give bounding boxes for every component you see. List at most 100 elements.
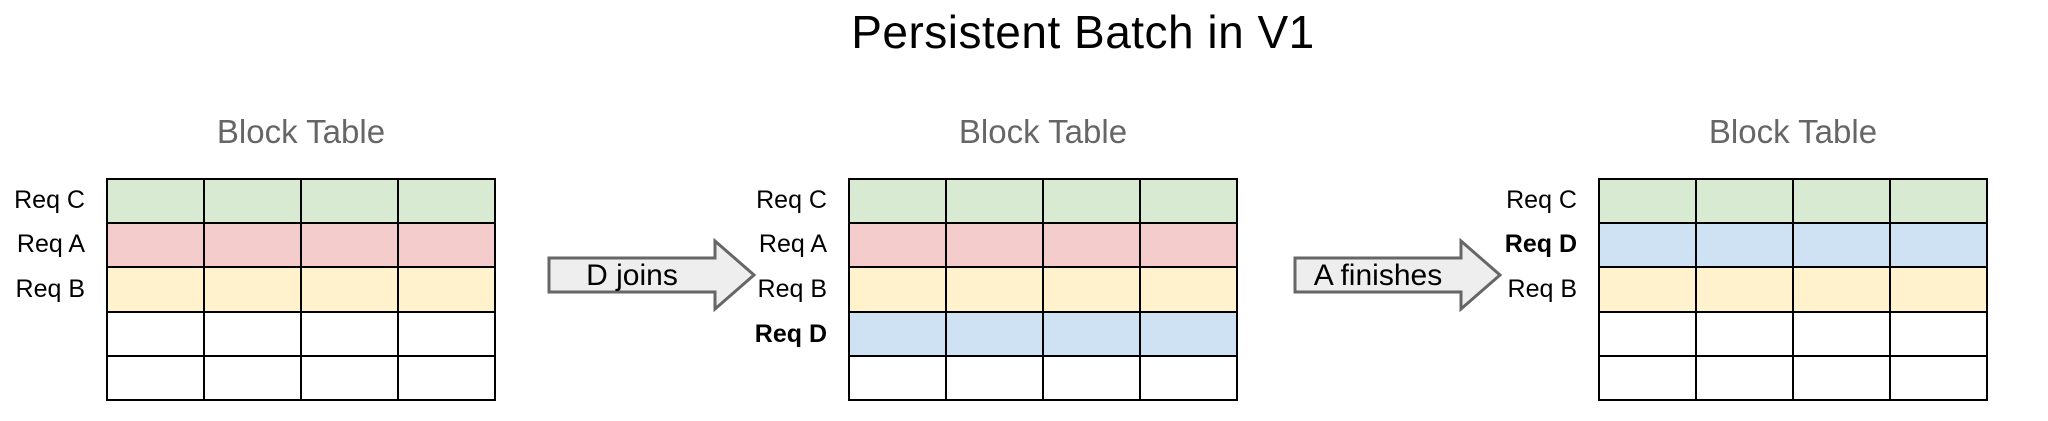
arrow-label: A finishes bbox=[1314, 259, 1442, 292]
arrow-label: D joins bbox=[586, 259, 678, 292]
block-cell bbox=[848, 310, 947, 357]
block-cell bbox=[1139, 177, 1238, 225]
row-labels: Req C Req D Req B bbox=[1502, 178, 1598, 401]
block-row bbox=[1598, 310, 1988, 357]
block-row bbox=[848, 177, 1238, 225]
block-cell bbox=[106, 310, 205, 357]
block-row bbox=[848, 222, 1238, 269]
row-label-empty bbox=[1502, 356, 1598, 401]
block-cell bbox=[203, 222, 302, 269]
block-cell bbox=[1042, 354, 1141, 402]
block-cell bbox=[397, 222, 496, 269]
block-cell bbox=[397, 310, 496, 357]
panel-title: Block Table bbox=[958, 113, 1128, 150]
row-label-req-b: Req B bbox=[1507, 274, 1577, 303]
row-label-empty bbox=[1502, 312, 1598, 357]
block-row bbox=[106, 177, 496, 225]
panel-title: Block Table bbox=[1708, 113, 1878, 150]
block-cell bbox=[106, 177, 205, 225]
block-table-panel-2: Block Table Req C Req A Req B Req D bbox=[752, 95, 1238, 402]
row-label-req-c: Req C bbox=[1506, 185, 1577, 214]
block-cell bbox=[300, 354, 399, 402]
block-cell bbox=[1889, 310, 1988, 357]
row-label-req-d: Req D bbox=[1504, 230, 1577, 259]
block-grid bbox=[106, 177, 496, 402]
block-cell bbox=[1139, 354, 1238, 402]
panel-title: Block Table bbox=[216, 113, 386, 150]
block-cell bbox=[1598, 354, 1697, 402]
block-cell bbox=[1792, 354, 1891, 402]
block-row bbox=[106, 266, 496, 313]
block-cell bbox=[1889, 222, 1988, 269]
row-label-req-c: Req C bbox=[14, 185, 85, 214]
block-cell bbox=[1792, 222, 1891, 269]
row-label-empty bbox=[752, 356, 848, 401]
block-cell bbox=[1139, 222, 1238, 269]
block-cell bbox=[106, 354, 205, 402]
block-row bbox=[848, 354, 1238, 402]
block-row bbox=[106, 222, 496, 269]
block-cell bbox=[1695, 310, 1794, 357]
block-cell bbox=[1889, 354, 1988, 402]
block-cell bbox=[1792, 177, 1891, 225]
block-cell bbox=[1695, 222, 1794, 269]
block-cell bbox=[1598, 222, 1697, 269]
block-cell bbox=[1042, 222, 1141, 269]
block-cell bbox=[397, 266, 496, 313]
block-cell bbox=[203, 266, 302, 313]
block-cell bbox=[1598, 266, 1697, 313]
block-cell bbox=[1598, 177, 1697, 225]
block-cell bbox=[1598, 310, 1697, 357]
block-cell bbox=[945, 354, 1044, 402]
row-label-req-d: Req D bbox=[754, 319, 827, 348]
row-label-req-a: Req A bbox=[758, 230, 827, 259]
row-label-empty bbox=[10, 356, 106, 401]
block-cell bbox=[397, 177, 496, 225]
row-label-req-a: Req A bbox=[16, 230, 85, 259]
block-cell bbox=[106, 266, 205, 313]
block-row bbox=[1598, 354, 1988, 402]
block-cell bbox=[1695, 354, 1794, 402]
block-row bbox=[848, 310, 1238, 357]
block-cell bbox=[945, 266, 1044, 313]
block-cell bbox=[945, 177, 1044, 225]
block-row bbox=[1598, 266, 1988, 313]
block-cell bbox=[1139, 266, 1238, 313]
block-cell bbox=[848, 177, 947, 225]
block-table-panel-3: Block Table Req C Req D Req B bbox=[1502, 95, 1988, 402]
block-grid bbox=[1598, 177, 1988, 402]
block-row bbox=[106, 354, 496, 402]
d-joins-arrow: D joins bbox=[547, 238, 757, 312]
block-cell bbox=[1792, 266, 1891, 313]
block-row bbox=[1598, 177, 1988, 225]
block-cell bbox=[300, 222, 399, 269]
row-labels: Req C Req A Req B Req D bbox=[752, 178, 848, 401]
block-cell bbox=[1889, 266, 1988, 313]
block-cell bbox=[848, 222, 947, 269]
block-cell bbox=[848, 266, 947, 313]
block-cell bbox=[300, 310, 399, 357]
block-cell bbox=[203, 310, 302, 357]
panel-body: Req C Req D Req B bbox=[1502, 177, 1988, 402]
block-cell bbox=[945, 310, 1044, 357]
block-cell bbox=[300, 177, 399, 225]
block-arrow-icon: D joins bbox=[547, 238, 757, 312]
block-cell bbox=[1042, 177, 1141, 225]
block-arrow-icon: A finishes bbox=[1293, 238, 1503, 312]
row-label-req-b: Req B bbox=[757, 274, 827, 303]
block-grid bbox=[848, 177, 1238, 402]
block-row bbox=[1598, 222, 1988, 269]
row-label-req-c: Req C bbox=[756, 185, 827, 214]
block-cell bbox=[1792, 310, 1891, 357]
block-cell bbox=[1042, 310, 1141, 357]
row-label-empty bbox=[10, 312, 106, 357]
block-cell bbox=[848, 354, 947, 402]
block-cell bbox=[1695, 177, 1794, 225]
block-cell bbox=[1889, 177, 1988, 225]
a-finishes-arrow: A finishes bbox=[1293, 238, 1503, 312]
block-cell bbox=[203, 177, 302, 225]
